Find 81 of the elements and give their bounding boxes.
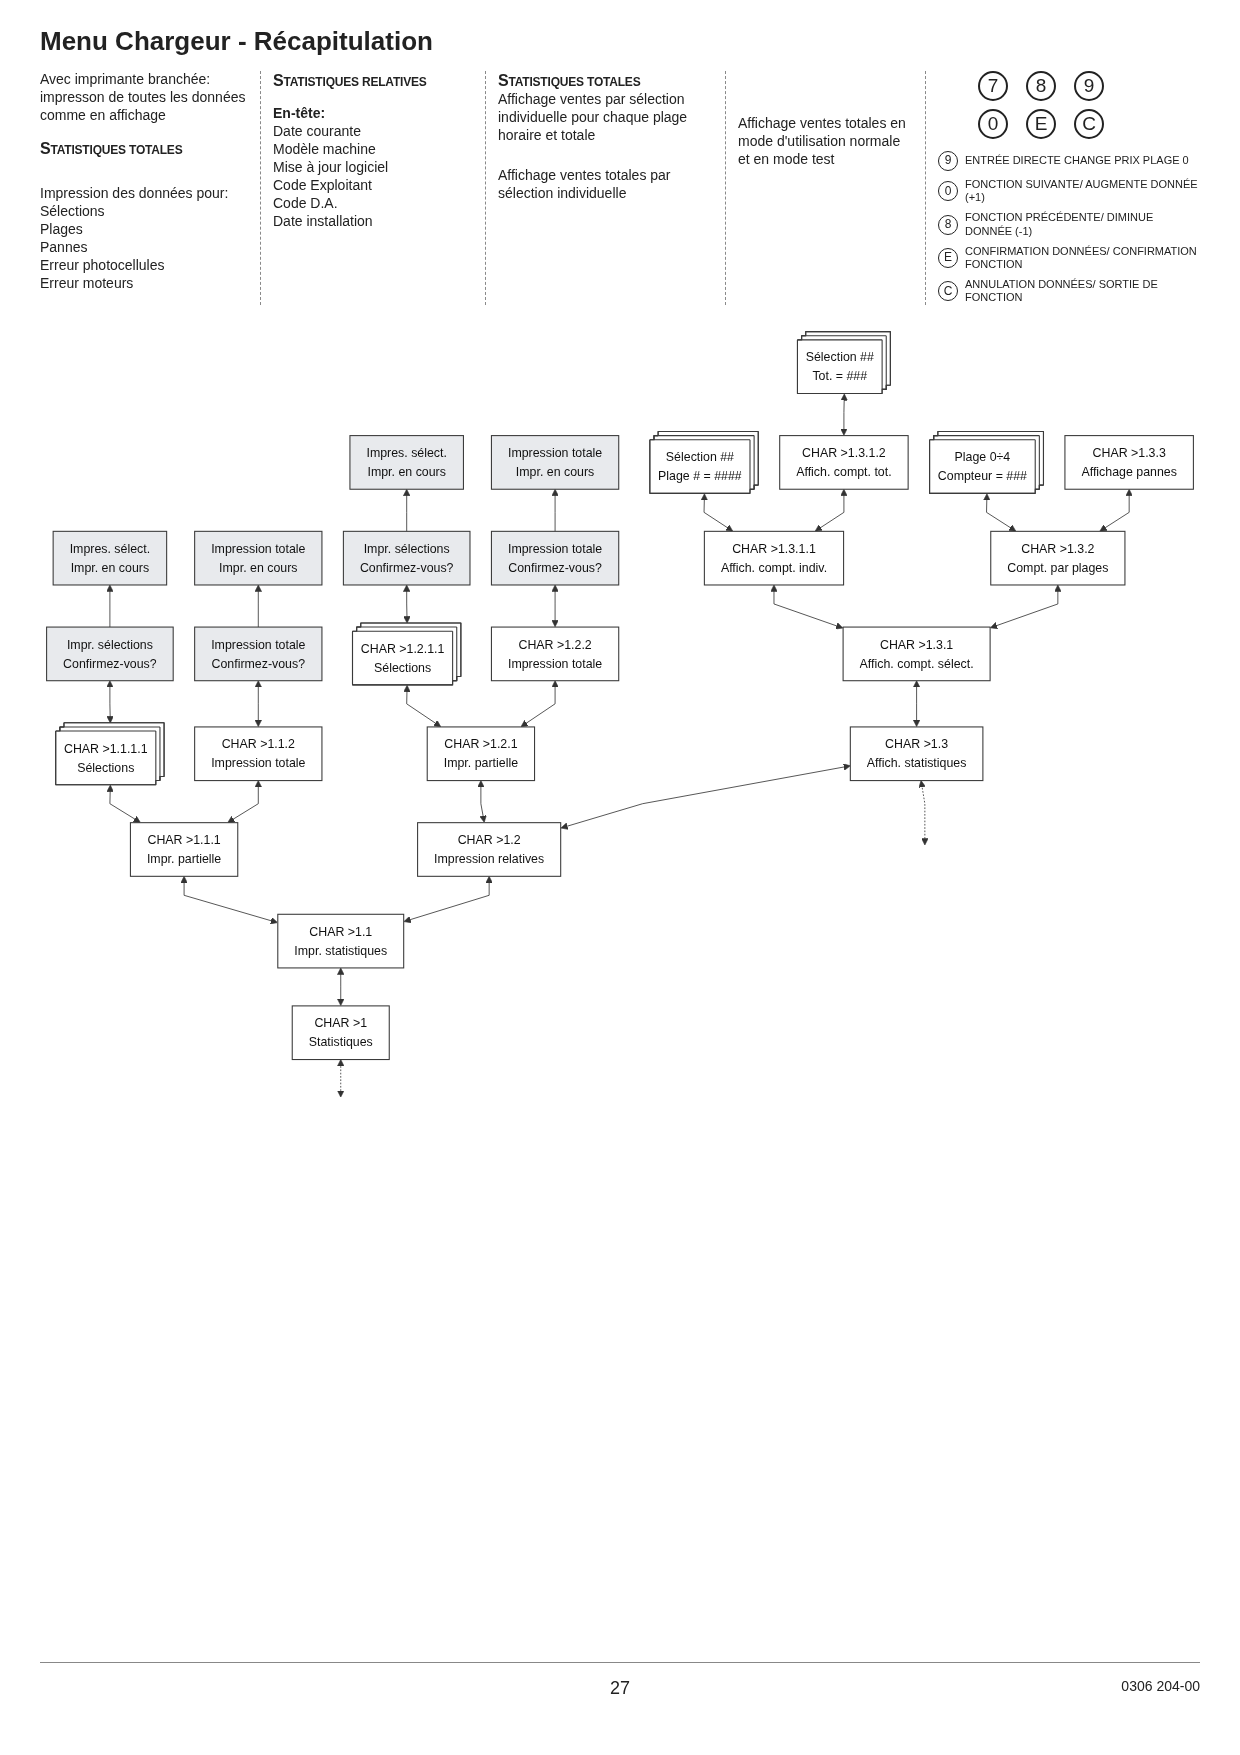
arrow xyxy=(403,684,442,727)
arrow xyxy=(700,492,734,531)
node-box: CHAR >1.2.1 Impr. partielle xyxy=(426,725,536,781)
section-heading: STATISTIQUES TOTALES xyxy=(40,138,183,159)
node-box: CHAR >1.3.1.2 Affich. compt. tot. xyxy=(779,434,909,490)
node-box: CHAR >1.3.1 Affich. compt. sélect. xyxy=(842,626,991,681)
arrow xyxy=(403,584,411,623)
legend-text: CONFIRMATION DONNÉES/ CONFIRMATION FONCTION xyxy=(965,244,1198,272)
arrow xyxy=(551,584,559,627)
section-heading: STATISTIQUES RELATIVES xyxy=(273,71,427,91)
legend-text: ANNULATION DONNÉES/ SORTIE DE FONCTION xyxy=(965,278,1159,305)
node-box: Impr. sélections Confirmez-vous? xyxy=(46,626,174,681)
section-heading: STATISTIQUES TOTALES xyxy=(498,71,641,91)
stacked-box: Sélection ## Tot. = ### xyxy=(796,330,891,394)
arrow xyxy=(840,393,848,436)
note-text: Avec imprimante branchée: impresson de toutes les données comme en affichage xyxy=(40,71,247,125)
legend-text: FONCTION PRÉCÉDENTE/ DIMINUE DONNÉE (-1) xyxy=(965,211,1155,238)
arrow xyxy=(477,779,487,823)
list-item: Erreur moteurs xyxy=(40,274,134,293)
node-box: CHAR >1 Statistiques xyxy=(291,1004,390,1060)
node-box: CHAR >1.3.1.1 Affich. compt. indiv. xyxy=(703,530,845,585)
list-item: Date courante xyxy=(273,123,361,142)
arrow xyxy=(106,679,114,723)
node-box: CHAR >1.3 Affich. statistiques xyxy=(849,725,984,781)
note-text: Impression des données pour: xyxy=(40,185,229,204)
arrow xyxy=(254,679,262,727)
node-box: Impression totale Confirmez-vous? xyxy=(194,626,323,681)
node-box: Impr. sélections Confirmez-vous? xyxy=(342,530,471,585)
list-item: Pannes xyxy=(40,238,88,257)
list-item: Code Exploitant xyxy=(273,177,372,195)
list-item: Date installation xyxy=(273,212,373,231)
node-box: CHAR >1.2 Impression relatives xyxy=(417,821,562,877)
legend-text: FONCTION SUIVANTE/ AUGMENTE DONNÉE (+1) xyxy=(965,178,1199,205)
list-heading: En-tête: xyxy=(273,105,326,124)
arrow xyxy=(1099,488,1133,531)
keypad-key: E xyxy=(1026,109,1056,139)
stacked-box: CHAR >1.1.1.1 Sélections xyxy=(55,721,165,785)
keypad-key: C xyxy=(1074,109,1104,139)
node-box: CHAR >1.3.2 Compt. par plages xyxy=(990,530,1126,585)
node-box: CHAR >1.3.3 Affichage pannes xyxy=(1064,434,1194,490)
list-item: Mise à jour logiciel xyxy=(273,159,389,178)
arrow xyxy=(814,488,848,531)
node-box: Impression totale Impr. en cours xyxy=(194,530,323,585)
node-box: Impression totale Impr. en cours xyxy=(490,434,620,490)
list-item: Sélections xyxy=(40,203,105,221)
node-box: CHAR >1.1 Impr. statistiques xyxy=(277,913,405,968)
arrow xyxy=(560,762,851,830)
legend-text: ENTRÉE DIRECTE CHANGE PRIX PLAGE 0 xyxy=(965,154,1189,168)
node-box: CHAR >1.1.2 Impression totale xyxy=(194,725,323,781)
stacked-box: Plage 0÷4 Compteur = ### xyxy=(929,430,1044,494)
note-text: Affichage ventes totales par sélection individuelle xyxy=(498,167,672,203)
page-number: 27 xyxy=(610,1678,630,1699)
note-text: Affichage ventes par sélection individuelle pour chaque plage horaire et totale xyxy=(498,91,689,146)
arrow xyxy=(770,584,844,629)
dashed-arrow xyxy=(918,779,929,845)
node-box: Impres. sélect. Impr. en cours xyxy=(52,530,168,585)
note-text: Affichage ventes totales en mode d'utilisation normale et en mode test xyxy=(738,115,907,169)
document-code: 0306 204-00 xyxy=(1121,1678,1200,1694)
list-item: Modèle machine xyxy=(273,141,376,160)
node-box: Impres. sélect. Impr. en cours xyxy=(349,434,464,490)
keypad-key: 9 xyxy=(1074,71,1104,101)
arrow xyxy=(403,875,493,923)
page-title: Menu Chargeur - Récapitulation xyxy=(40,26,433,57)
node-box: CHAR >1.2.2 Impression totale xyxy=(490,626,620,681)
arrow xyxy=(227,779,262,823)
list-item: Erreur photocellules xyxy=(40,256,165,275)
arrow xyxy=(337,967,345,1006)
list-item: Code D.A. xyxy=(273,195,338,213)
keypad-key: 7 xyxy=(978,71,1008,101)
stacked-box: CHAR >1.2.1.1 Sélections xyxy=(351,621,462,685)
dashed-arrow xyxy=(337,1058,345,1097)
list-item: Plages xyxy=(40,221,83,239)
arrow xyxy=(180,875,278,924)
node-box: Impression totale Confirmez-vous? xyxy=(490,530,620,585)
node-box: CHAR >1.1.1 Impr. partielle xyxy=(129,821,239,877)
arrow xyxy=(990,584,1062,629)
keypad-key: 8 xyxy=(1026,71,1056,101)
stacked-box: Sélection ## Plage # = #### xyxy=(649,430,759,494)
arrow xyxy=(106,784,141,823)
keypad-key: 0 xyxy=(978,109,1008,139)
arrow xyxy=(912,679,921,727)
